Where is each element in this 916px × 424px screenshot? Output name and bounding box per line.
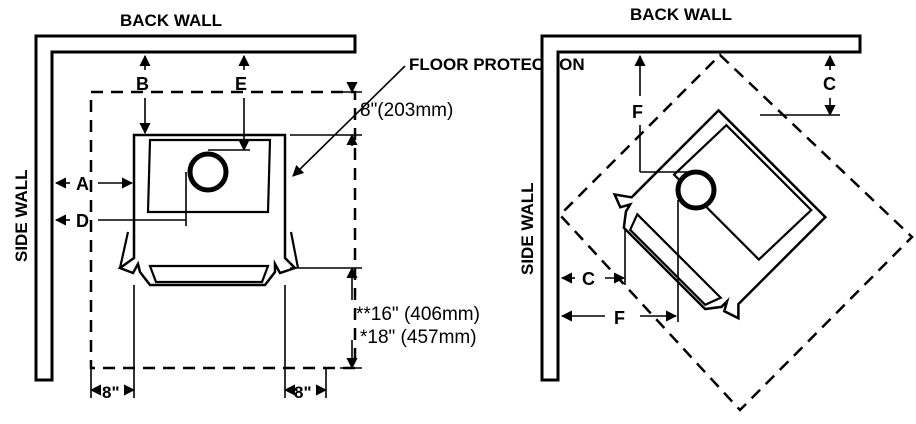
dimension-a-label: A <box>76 174 89 194</box>
floor-protection-area-right <box>558 53 914 412</box>
stove-top-view-right <box>612 108 828 321</box>
floor-protection-leader <box>292 65 406 177</box>
dimension-side-8in-left: 8" <box>102 383 120 402</box>
back-wall-label-right: BACK WALL <box>630 5 732 24</box>
side-wall-label-right: SIDE WALL <box>518 182 537 275</box>
dimension-b-label: B <box>136 74 149 94</box>
stove-top-view-left <box>117 133 300 287</box>
dimension-f-side-label: F <box>614 308 625 328</box>
dimension-f-top-label: F <box>632 102 643 122</box>
flue-collar-left <box>187 151 229 193</box>
dimension-c-side-label: C <box>582 269 595 289</box>
dimension-front-top-8in: 8"(203mm) <box>360 100 453 121</box>
dimension-c-top-label: C <box>823 74 836 94</box>
dimension-front-18in: *18" (457mm) <box>360 327 477 348</box>
back-wall-label-left: BACK WALL <box>120 11 222 30</box>
right-diagram: BACK WALL SIDE WALL C F C F <box>518 5 914 412</box>
side-wall-label-left: SIDE WALL <box>12 169 31 262</box>
floor-protection-area-left <box>89 90 357 370</box>
dimension-side-8in-right: 8" <box>294 383 312 402</box>
flue-collar-right <box>675 169 717 211</box>
dimension-front-16in: **16" (406mm) <box>356 304 480 325</box>
dimension-d-label: D <box>76 211 89 231</box>
right-walls <box>540 34 862 382</box>
dimension-e-label: E <box>235 74 247 94</box>
left-diagram: BACK WALL SIDE WALL B E A D <box>12 11 480 402</box>
left-walls <box>34 34 357 382</box>
